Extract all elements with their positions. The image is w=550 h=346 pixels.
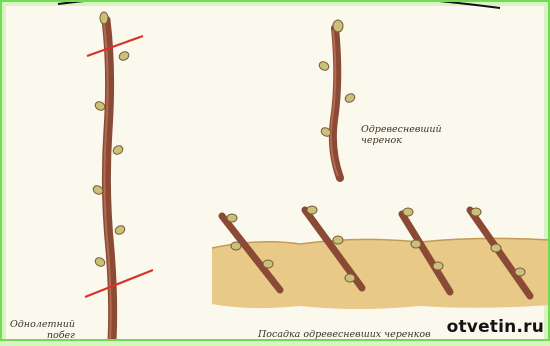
bud <box>433 262 443 270</box>
bud <box>515 268 525 276</box>
bud <box>333 236 343 244</box>
bud <box>231 242 241 250</box>
bud <box>491 244 501 252</box>
planting-label: Посадка одревесневших черенков <box>258 329 431 340</box>
bud <box>333 20 343 32</box>
bud <box>307 206 317 214</box>
bud <box>411 240 421 248</box>
woody-cutting-label: Одревесневший черенок <box>361 124 442 146</box>
annual-shoot-label-line1: Однолетний <box>10 319 75 330</box>
bud <box>403 208 413 216</box>
annual-shoot-label: Однолетний побег <box>10 319 75 341</box>
annual-shoot-label-line2: побег <box>47 330 75 341</box>
woody-cutting-label-line1: Одревесневший <box>361 124 442 135</box>
woody-cutting-label-line2: черенок <box>361 135 402 146</box>
bud <box>227 214 237 222</box>
bud <box>471 208 481 216</box>
bud <box>345 274 355 282</box>
bud <box>263 260 273 268</box>
watermark: otvetin.ru <box>447 317 544 337</box>
bud <box>100 12 108 24</box>
